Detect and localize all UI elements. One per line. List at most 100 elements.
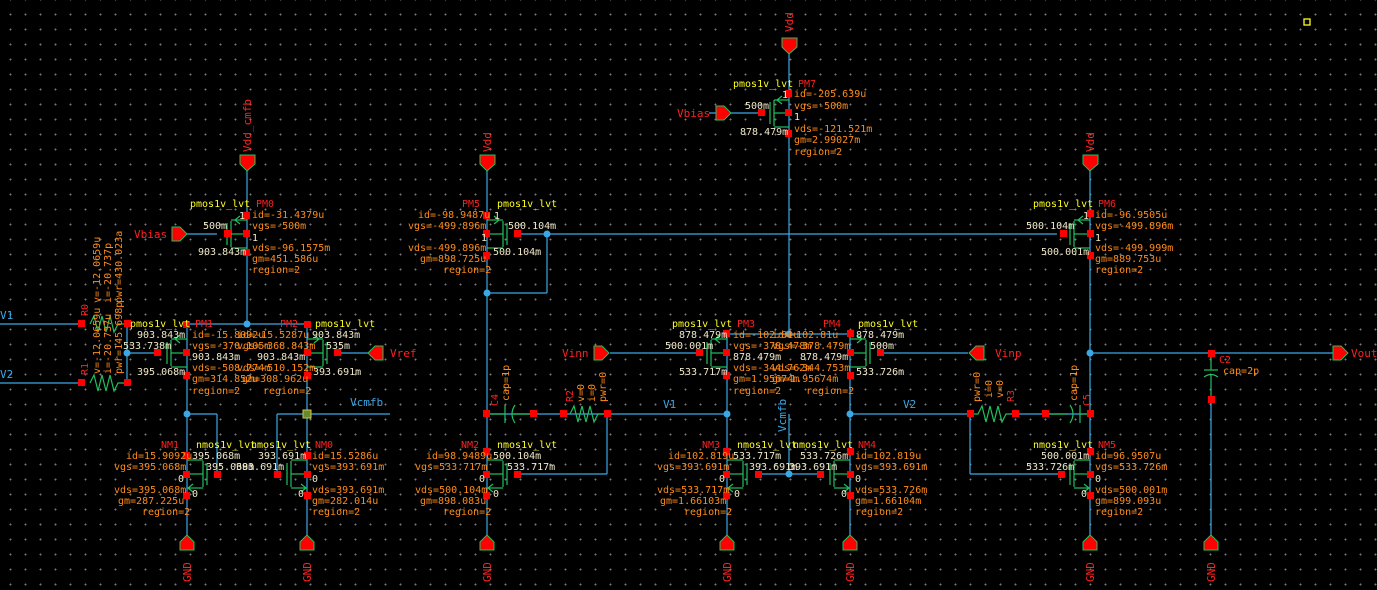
pin-vbias-pm0[interactable]: [171, 226, 188, 242]
gate-voltage: 500m: [203, 221, 228, 232]
pin-vref[interactable]: [367, 345, 384, 361]
cell-name: nmos1v_lvt: [251, 440, 312, 451]
cell-name: pmos1v_lvt: [733, 79, 794, 90]
param-region: region=2: [312, 507, 361, 518]
param-gm: gm=1.66104m: [855, 496, 922, 507]
param-vgs: vgs=533.717m: [415, 462, 488, 473]
pin-gnd-nm4[interactable]: [842, 534, 858, 551]
pin-gnd-nm1[interactable]: [179, 534, 195, 551]
param-vds: vds=-96.1575m: [252, 243, 331, 254]
bulk-voltage: 0: [312, 474, 319, 485]
pin-gnd-nm0[interactable]: [299, 534, 315, 551]
bulk-voltage: 903.843m: [192, 352, 241, 363]
pmos-symbol-PM2[interactable]: [307, 334, 328, 368]
pin-label-gnd: GND: [301, 562, 314, 582]
junction-dot: [846, 410, 854, 418]
param-gm: gm=889.753u: [1095, 254, 1162, 265]
gate-voltage: 533.738m: [123, 341, 172, 352]
gate-voltage: 393.691m: [789, 462, 838, 473]
instance-name: R1: [80, 362, 91, 375]
param-v: v=0: [576, 383, 587, 402]
param-cap: cap=1p: [501, 364, 512, 401]
pin-vdd-pm5[interactable]: [479, 154, 496, 172]
source-voltage: 0: [298, 489, 305, 500]
drain-voltage: 903.843m: [198, 247, 247, 258]
param-vgs: vgs=-499.896m: [1095, 221, 1174, 232]
source-voltage: 0: [493, 489, 500, 500]
drain-voltage: 533.726m: [800, 451, 849, 462]
cell-name: pmos1v_lvt: [1033, 199, 1094, 210]
gate-voltage: 500m: [870, 341, 895, 352]
drain-voltage: 500.001m: [1041, 247, 1090, 258]
param-pwr: pwr=145.698p: [114, 301, 125, 374]
param-i: i=0: [984, 379, 995, 398]
bulk-voltage: 903.843m: [257, 352, 306, 363]
instance-name: PM3: [737, 319, 756, 330]
pin-gnd-c2[interactable]: [1203, 534, 1219, 551]
selection-marker[interactable]: [1303, 18, 1311, 26]
pin-vdd-pm7[interactable]: [781, 37, 798, 55]
cell-name: pmos1v_lvt: [315, 319, 376, 330]
drain-voltage: 500.001m: [1041, 451, 1090, 462]
param-cap: cap=1p: [1069, 364, 1080, 401]
cell-name: nmos1v_lvt: [196, 440, 257, 451]
junctions: [123, 230, 1094, 478]
param-region: region=2: [855, 507, 904, 518]
pin-gnd-nm5[interactable]: [1082, 534, 1098, 551]
source-voltage: 0: [841, 489, 848, 500]
net-label-v2: V2: [903, 398, 917, 411]
nmos-symbol-NM1[interactable]: [187, 459, 208, 493]
net-label-v2: V2: [0, 368, 14, 381]
param-id: id=102.819u: [855, 451, 922, 462]
pin-gnd-nm2[interactable]: [479, 534, 495, 551]
drain-voltage: 395.068m: [137, 367, 186, 378]
param-vgs: vgs=-378.479m: [772, 341, 851, 352]
param-gm: gm=308.962u: [242, 374, 309, 385]
nmos-symbol-NM0[interactable]: [286, 459, 307, 493]
capacitor-symbol-C2[interactable]: [1203, 357, 1219, 399]
param-vgs: vgs=-500m: [252, 221, 307, 232]
pin-vbias-pm7[interactable]: [715, 105, 732, 121]
net-probe-marker[interactable]: [302, 409, 312, 419]
cell-name: nmos1v_lvt: [497, 440, 558, 451]
pin-vdd-pm6[interactable]: [1082, 154, 1099, 172]
pin-vout[interactable]: [1332, 345, 1349, 361]
pin-label-vdd-cmfb: Vdd_cmfb: [241, 99, 254, 152]
instance-name: R0: [80, 303, 91, 316]
param-id: id=-205.639u: [794, 89, 867, 100]
pin-label-gnd: GND: [1205, 562, 1218, 582]
param-gm: gm=1.95674m: [772, 374, 839, 385]
param-vds: vds=-508.774m: [192, 363, 271, 374]
param-gm: gm=1.95674m: [733, 374, 800, 385]
bulk-voltage: 0: [178, 474, 185, 485]
drain-voltage: 393.691m: [313, 367, 362, 378]
param-region: region=2: [263, 386, 312, 397]
drain-voltage: 878.479m: [740, 127, 789, 138]
instance-name: R3: [1006, 389, 1017, 402]
pin-vinn[interactable]: [593, 345, 610, 361]
resistor-symbol-R0[interactable]: [89, 314, 127, 334]
bulk-voltage: 0: [855, 474, 862, 485]
cell-name: pmos1v_lvt: [130, 319, 191, 330]
pin-gnd-nm3[interactable]: [719, 534, 735, 551]
drain-voltage: 500.104m: [493, 247, 542, 258]
pin-label-vdd: Vdd: [481, 132, 494, 152]
resistor-symbol-R1[interactable]: [89, 373, 127, 393]
param-i: i=-20.737p: [103, 242, 114, 303]
pmos-symbol-PM3[interactable]: [706, 334, 727, 368]
bulk-voltage: 1: [1095, 233, 1102, 244]
capacitor-symbol-C5[interactable]: [1045, 404, 1090, 424]
pin-vdd-cmfb[interactable]: [239, 154, 256, 172]
param-id: id=-102.81u: [733, 330, 800, 341]
param-id: id=-96.9505u: [1095, 210, 1168, 221]
pmos-symbol-PM1[interactable]: [166, 334, 187, 368]
param-v: v=-12.0659u: [92, 307, 103, 374]
source-voltage: 1: [494, 211, 501, 222]
pmos-symbol-PM6[interactable]: [1069, 215, 1090, 249]
resistor-symbol-R3[interactable]: [970, 404, 1010, 424]
pin-vinp[interactable]: [968, 345, 985, 361]
pmos-symbol-PM7[interactable]: [769, 95, 789, 128]
param-id: id=102.819u: [668, 451, 735, 462]
resistor-symbol-R2[interactable]: [569, 404, 607, 424]
